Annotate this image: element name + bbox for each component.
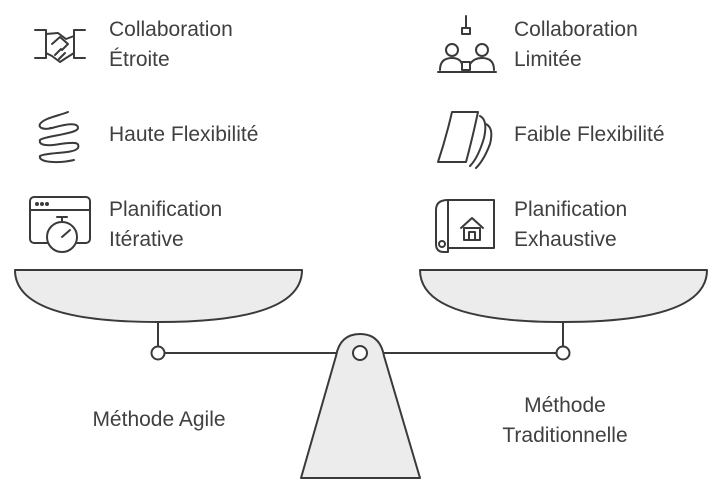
traditional-collaboration-label: Collaboration Limitée: [514, 15, 638, 75]
traditional-collaboration-line1: Collaboration: [514, 18, 638, 41]
traditional-method-line1: Méthode: [524, 394, 606, 417]
fulcrum-pivot: [352, 345, 368, 361]
traditional-method-label: Méthode Traditionnelle: [465, 391, 665, 451]
traditional-flexibility-label: Faible Flexibilité: [514, 120, 665, 150]
right-pan: [419, 269, 708, 323]
separated-people-icon: [437, 15, 497, 73]
stopwatch-window-icon: [29, 196, 91, 253]
agile-flexibility-line1: Haute Flexibilité: [109, 123, 259, 146]
agile-planning-line1: Planification: [109, 198, 223, 221]
agile-collaboration-line1: Collaboration: [109, 18, 233, 41]
traditional-collaboration-line2: Limitée: [514, 48, 582, 71]
handshake-icon: [34, 29, 86, 63]
left-pivot: [150, 345, 166, 361]
agile-planning-line2: Itérative: [109, 228, 184, 251]
agile-collaboration-label: Collaboration Étroite: [109, 15, 233, 75]
traditional-method-line2: Traditionnelle: [502, 424, 628, 447]
traditional-flexibility-line1: Faible Flexibilité: [514, 123, 665, 146]
traditional-planning-label: Planification Exhaustive: [514, 195, 627, 255]
right-pivot: [555, 345, 571, 361]
agile-collaboration-line2: Étroite: [109, 48, 170, 71]
rigid-paper-icon: [437, 111, 493, 169]
agile-method-label: Méthode Agile: [59, 405, 259, 435]
blueprint-icon: [435, 199, 495, 253]
traditional-planning-line2: Exhaustive: [514, 228, 617, 251]
left-pan: [14, 269, 303, 323]
fulcrum: [300, 333, 421, 479]
agile-flexibility-label: Haute Flexibilité: [109, 120, 258, 150]
agile-method-text: Méthode Agile: [92, 408, 226, 431]
agile-planning-label: Planification Itérative: [109, 195, 222, 255]
traditional-planning-line1: Planification: [514, 198, 628, 221]
spring-icon: [38, 111, 80, 164]
